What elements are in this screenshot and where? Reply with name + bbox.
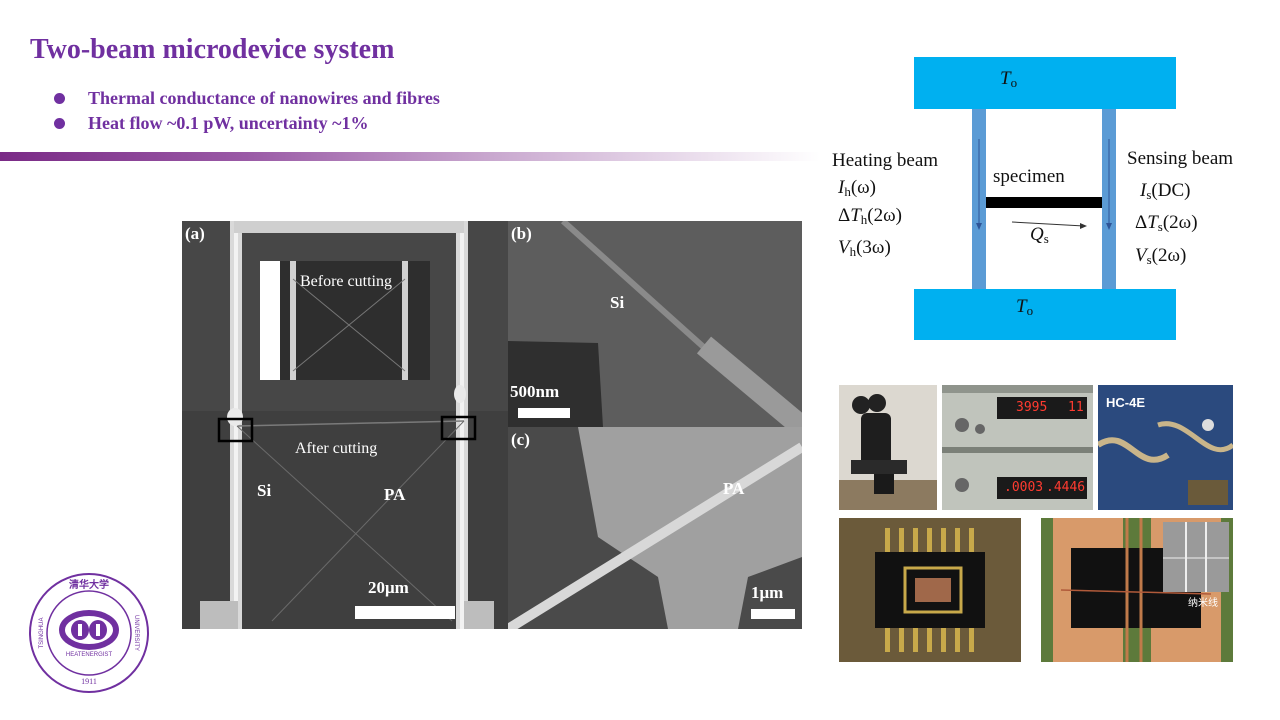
microscope-icon [839,385,937,510]
cryostat-label: HC-4E [1106,395,1146,410]
bullet-item: Thermal conductance of nanowires and fib… [52,86,440,111]
bullet-dot-icon [54,93,65,104]
sem-image-c [508,427,802,629]
scale-label-c: 1μm [751,583,784,602]
pa-label-c: PA [723,479,745,498]
gradient-divider [0,152,820,161]
lockin-display-4: .4446 [1046,480,1086,495]
sensing-param: ΔTs(2ω) [1135,212,1198,234]
sem-panel-a: Before cutting (a) After cutting Si PA 2… [182,221,508,629]
before-cutting-inset: Before cutting [260,261,430,380]
logo-top-text: 清华大学 [69,578,109,591]
panel-label-a: (a) [185,224,205,243]
device-caption: 纳米线 [1188,598,1218,609]
bullet-dot-icon [54,118,65,129]
photo-device-chip [839,518,1021,662]
panel-label-b: (b) [511,224,532,243]
photo-device-optical: 纳米线 [1041,518,1233,662]
scale-bar-b [518,408,570,418]
sem-image-b [508,221,802,427]
chip-image [839,518,1021,662]
instrument-rack-image [942,385,1093,510]
top-reservoir-label: To [1000,68,1018,90]
logo-left-text: TSINGHUA [39,617,45,648]
photo-microscope [839,385,937,510]
sensing-param: Vs(2ω) [1135,245,1187,267]
inset-image [260,261,408,380]
lockin-display-3: .0003 [1004,480,1044,495]
specimen-label: specimen [993,166,1065,187]
scale-label-b: 500nm [510,382,560,401]
bullet-list: Thermal conductance of nanowires and fib… [52,86,440,136]
schematic-arrows [976,139,1112,230]
panel-label-c: (c) [511,430,530,449]
heating-param: Vh(3ω) [838,237,891,259]
heating-beam-label: Heating beam [832,150,939,171]
scale-label-a: 20μm [368,578,409,597]
photo-cryostat-controller: HC-4E [1098,385,1233,510]
after-cutting-label: After cutting [295,440,378,457]
bullet-item: Heat flow ~0.1 pW, uncertainty ~1% [52,111,440,136]
slide-title: Two-beam microdevice system [30,34,395,65]
bullet-text: Thermal conductance of nanowires and fib… [88,88,440,108]
logo-right-text: UNIVERSITY [133,615,139,651]
before-cutting-label: Before cutting [300,273,392,290]
sensing-beam-label: Sensing beam [1127,148,1234,169]
scale-bar-c [751,609,795,619]
specimen-bar [986,197,1102,208]
si-label-b: Si [610,293,625,312]
bottom-reservoir-label: To [1016,296,1034,318]
sensing-param: Is(DC) [1140,180,1191,202]
logo-year: 1911 [81,677,97,686]
sem-panel-b: (b) Si 500nm [508,221,802,427]
sem-panel-c: (c) PA 1μm [508,427,802,629]
bullet-text: Heat flow ~0.1 pW, uncertainty ~1% [88,113,369,133]
heating-param: Ih(ω) [838,177,876,199]
optical-image [1041,518,1233,662]
lockin-display-2: 11 [1068,400,1084,415]
photo-lockin-amplifiers: 3995 11 .0003 .4446 [942,385,1093,510]
bottom-reservoir [914,289,1176,340]
tsinghua-logo: HEATENERGIST 清华大学 1911 TSINGHUA UNIVERSI… [29,573,149,693]
top-reservoir [914,57,1176,109]
scale-bar-a [355,606,455,619]
pa-label: PA [384,485,406,504]
lockin-display-1: 3995 [1016,400,1048,415]
si-label: Si [257,481,272,500]
logo-center-text: HEATENERGIST [66,652,113,658]
heating-param: ΔTh(2ω) [838,205,902,227]
controller-image [1098,385,1233,510]
heat-flow-label: Qs [1030,224,1049,246]
